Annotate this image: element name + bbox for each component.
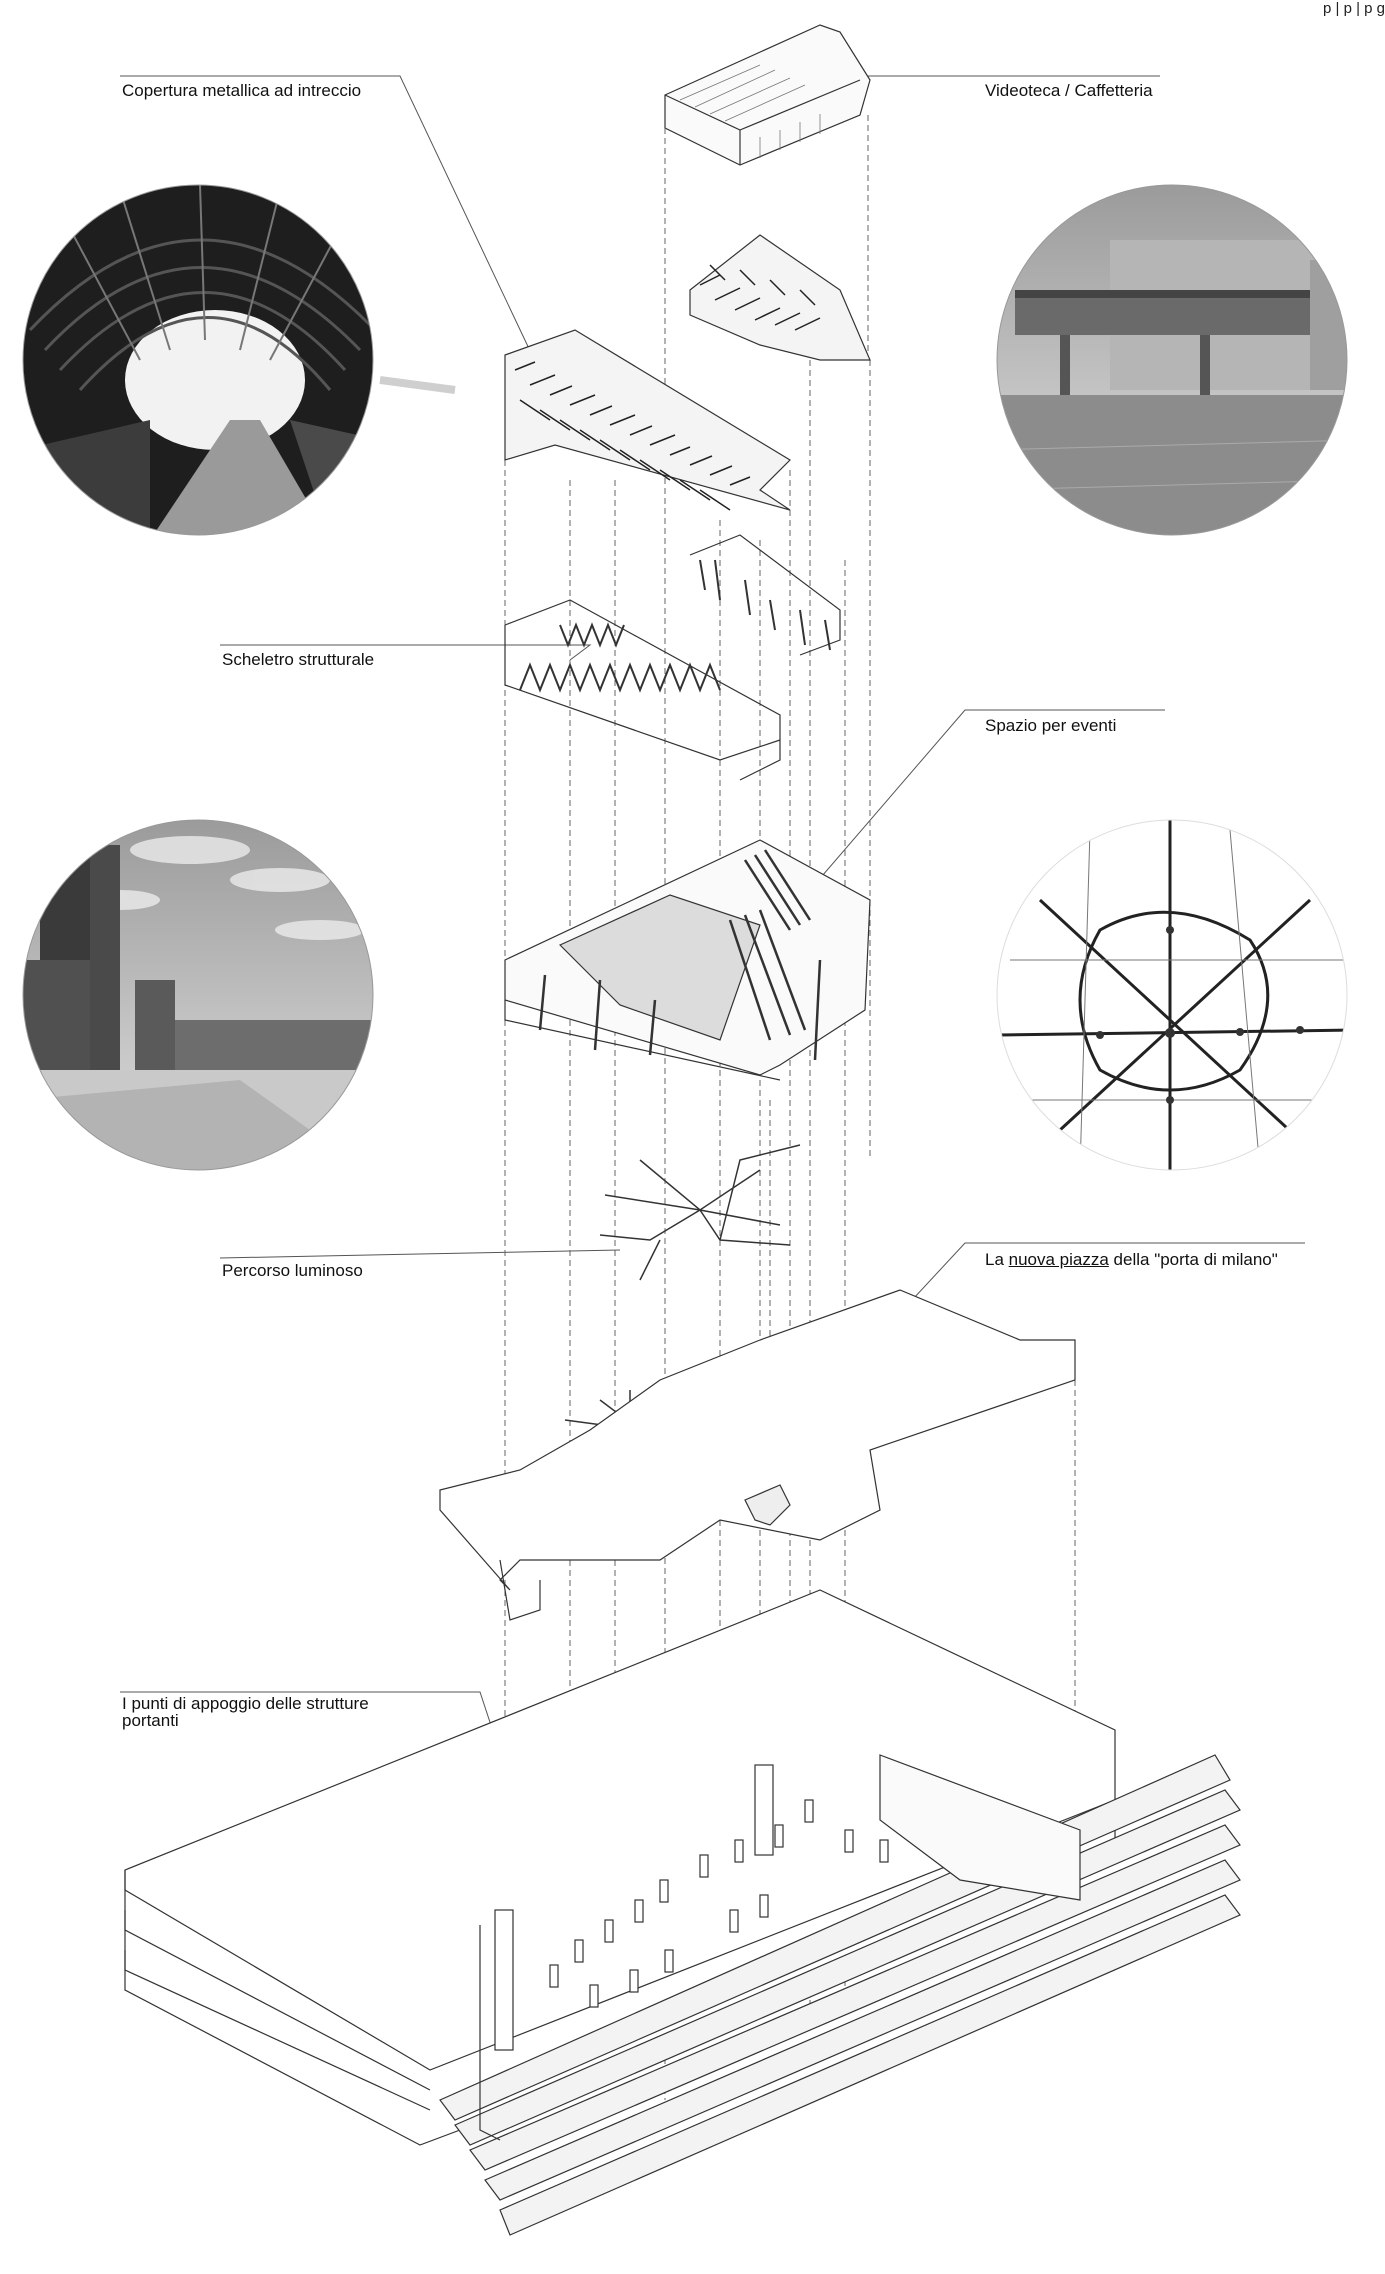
label-spazio-eventi: Spazio per eventi [985, 716, 1117, 735]
station-canopy-photo [23, 185, 373, 535]
videoteca-volume [664, 24, 871, 166]
label-scheletro: Scheletro strutturale [222, 650, 375, 669]
label-punti-appoggio: I punti di appoggio delle strutture port… [122, 1695, 369, 1729]
page-header-fragment: p | p | p g [1323, 0, 1385, 17]
event-space [504, 839, 871, 1081]
structural-skeleton [504, 534, 841, 781]
base-structure [124, 1589, 1241, 2236]
label-piazza: La nuova piazza della "porta di milano" [985, 1251, 1278, 1268]
label-videoteca: Videoteca / Caffetteria [985, 81, 1153, 100]
jet-bridge-photo [997, 185, 1347, 535]
metro-map-image [997, 820, 1347, 1170]
castello-sforzesco-photo [23, 820, 373, 1170]
label-piazza-post: della "porta di milano" [1108, 1250, 1278, 1269]
label-piazza-pre: La [985, 1250, 1009, 1269]
woven-roof [504, 234, 871, 511]
structural-supports [494, 1764, 889, 2051]
label-punti-line2: portanti [122, 1711, 179, 1730]
label-punti-line1: I punti di appoggio delle strutture [122, 1694, 369, 1713]
label-copertura: Copertura metallica ad intreccio [122, 81, 362, 100]
roof-weave-pattern [514, 264, 821, 511]
new-piazza [439, 1289, 1076, 1621]
label-piazza-link: nuova piazza [1008, 1250, 1109, 1269]
label-percorso: Percorso luminoso [222, 1261, 363, 1280]
